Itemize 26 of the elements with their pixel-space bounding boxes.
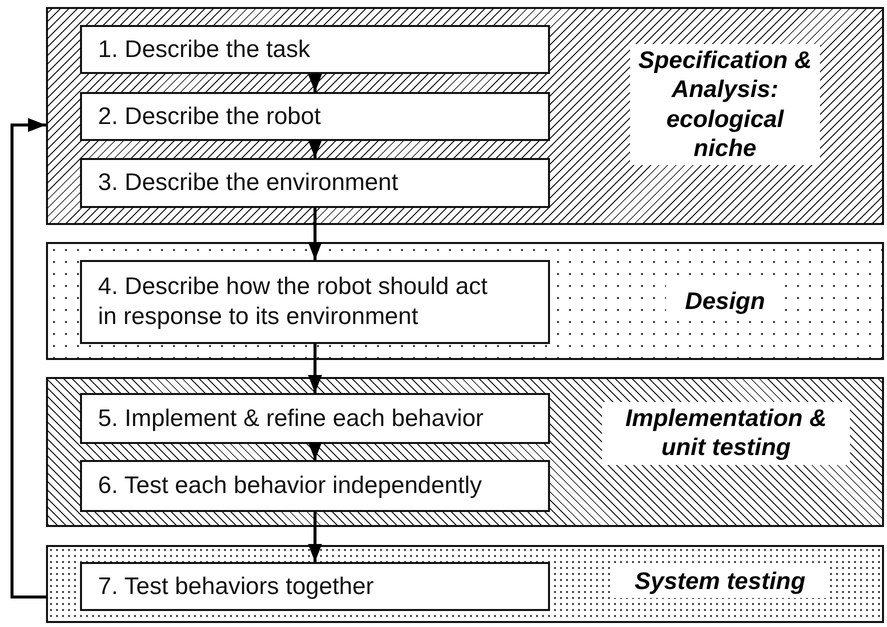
step-box bbox=[80, 460, 550, 512]
step-text: 5. Implement & refine each behavior bbox=[98, 404, 484, 434]
step-box bbox=[80, 260, 550, 344]
arrow bbox=[308, 442, 322, 460]
step-box bbox=[80, 158, 550, 208]
step-text: 1. Describe the task bbox=[98, 34, 310, 64]
phase-panel bbox=[46, 377, 884, 527]
arrow bbox=[308, 74, 322, 92]
step-box bbox=[80, 25, 550, 74]
arrow bbox=[10, 118, 46, 598]
step-text: 6. Test each behavior independently bbox=[98, 471, 482, 501]
step-text: 7. Test behaviors together bbox=[98, 572, 374, 602]
phase-heading: Specification & Analysis: ecological niche bbox=[630, 44, 820, 166]
phase-panel bbox=[46, 7, 884, 225]
phase-heading: System testing bbox=[612, 565, 828, 598]
arrow bbox=[308, 344, 322, 393]
step-text: 3. Describe the environment bbox=[98, 168, 398, 198]
arrow bbox=[308, 140, 322, 158]
phase-heading: Implementation & unit testing bbox=[602, 402, 850, 465]
step-text: 2. Describe the robot bbox=[98, 102, 321, 132]
step-text: 4. Describe how the robot should act in response to its environment bbox=[98, 272, 488, 332]
step-box bbox=[80, 562, 550, 611]
phase-panel bbox=[46, 242, 884, 360]
phase-panel bbox=[46, 545, 884, 623]
step-box bbox=[80, 393, 550, 444]
step-box bbox=[80, 92, 550, 141]
